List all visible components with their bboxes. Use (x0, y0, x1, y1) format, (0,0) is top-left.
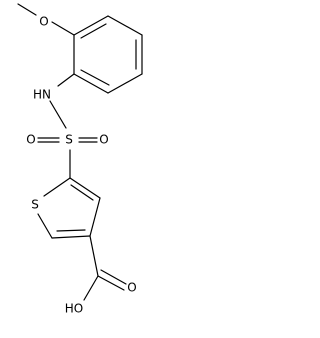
bond-carbonyl-a (97, 275, 125, 291)
bond-benzene-5 (73, 73, 109, 94)
bond-thiophene-double-1 (56, 229, 86, 232)
bond-methyl-o (17, 3, 37, 16)
chemical-structure-diagram: O HN S O O S O HO (17, 3, 143, 316)
carboxylic-acid-group (83, 235, 127, 301)
methoxy-group (17, 3, 75, 36)
bond-thiophene-double-2 (70, 184, 94, 201)
bond-carbonyl-b (100, 269, 127, 285)
sulfonyl-group (37, 137, 98, 179)
bond-thiophene-c5-s (43, 177, 71, 197)
bond-benzene-2 (107, 15, 143, 36)
atom-label-hydroxyl: HO (65, 302, 83, 316)
atom-label-sulfonyl-s: S (65, 133, 73, 147)
bond-benzene-double-3 (80, 69, 110, 86)
bond-benzene-4 (107, 73, 143, 94)
amine-linker (49, 73, 75, 129)
atom-label-methoxy-o: O (39, 15, 48, 29)
bond-c-oh (83, 275, 99, 301)
atom-label-sulfonyl-o-right: O (99, 133, 108, 147)
bond-ring-carboxyl (89, 235, 99, 277)
benzene-ring (73, 15, 143, 94)
atom-label-sulfonyl-o-left: O (26, 133, 35, 147)
bond-n-s (49, 100, 67, 129)
bond-benzene-double-1 (80, 23, 107, 39)
bond-thiophene-s-c2 (37, 213, 53, 239)
bond-o-ring (51, 21, 75, 36)
thiophene-ring (37, 177, 101, 239)
bond-ring-n (57, 73, 75, 87)
atom-label-nh: HN (33, 88, 51, 102)
bond-thiophene-c3-c4 (89, 197, 101, 237)
bond-thiophene-c2-c3 (51, 235, 91, 239)
atom-label-thiophene-s: S (31, 198, 39, 212)
bond-benzene-1 (73, 15, 109, 36)
bond-thiophene-c4-c5 (69, 177, 101, 199)
atom-label-carbonyl-o: O (127, 281, 136, 295)
